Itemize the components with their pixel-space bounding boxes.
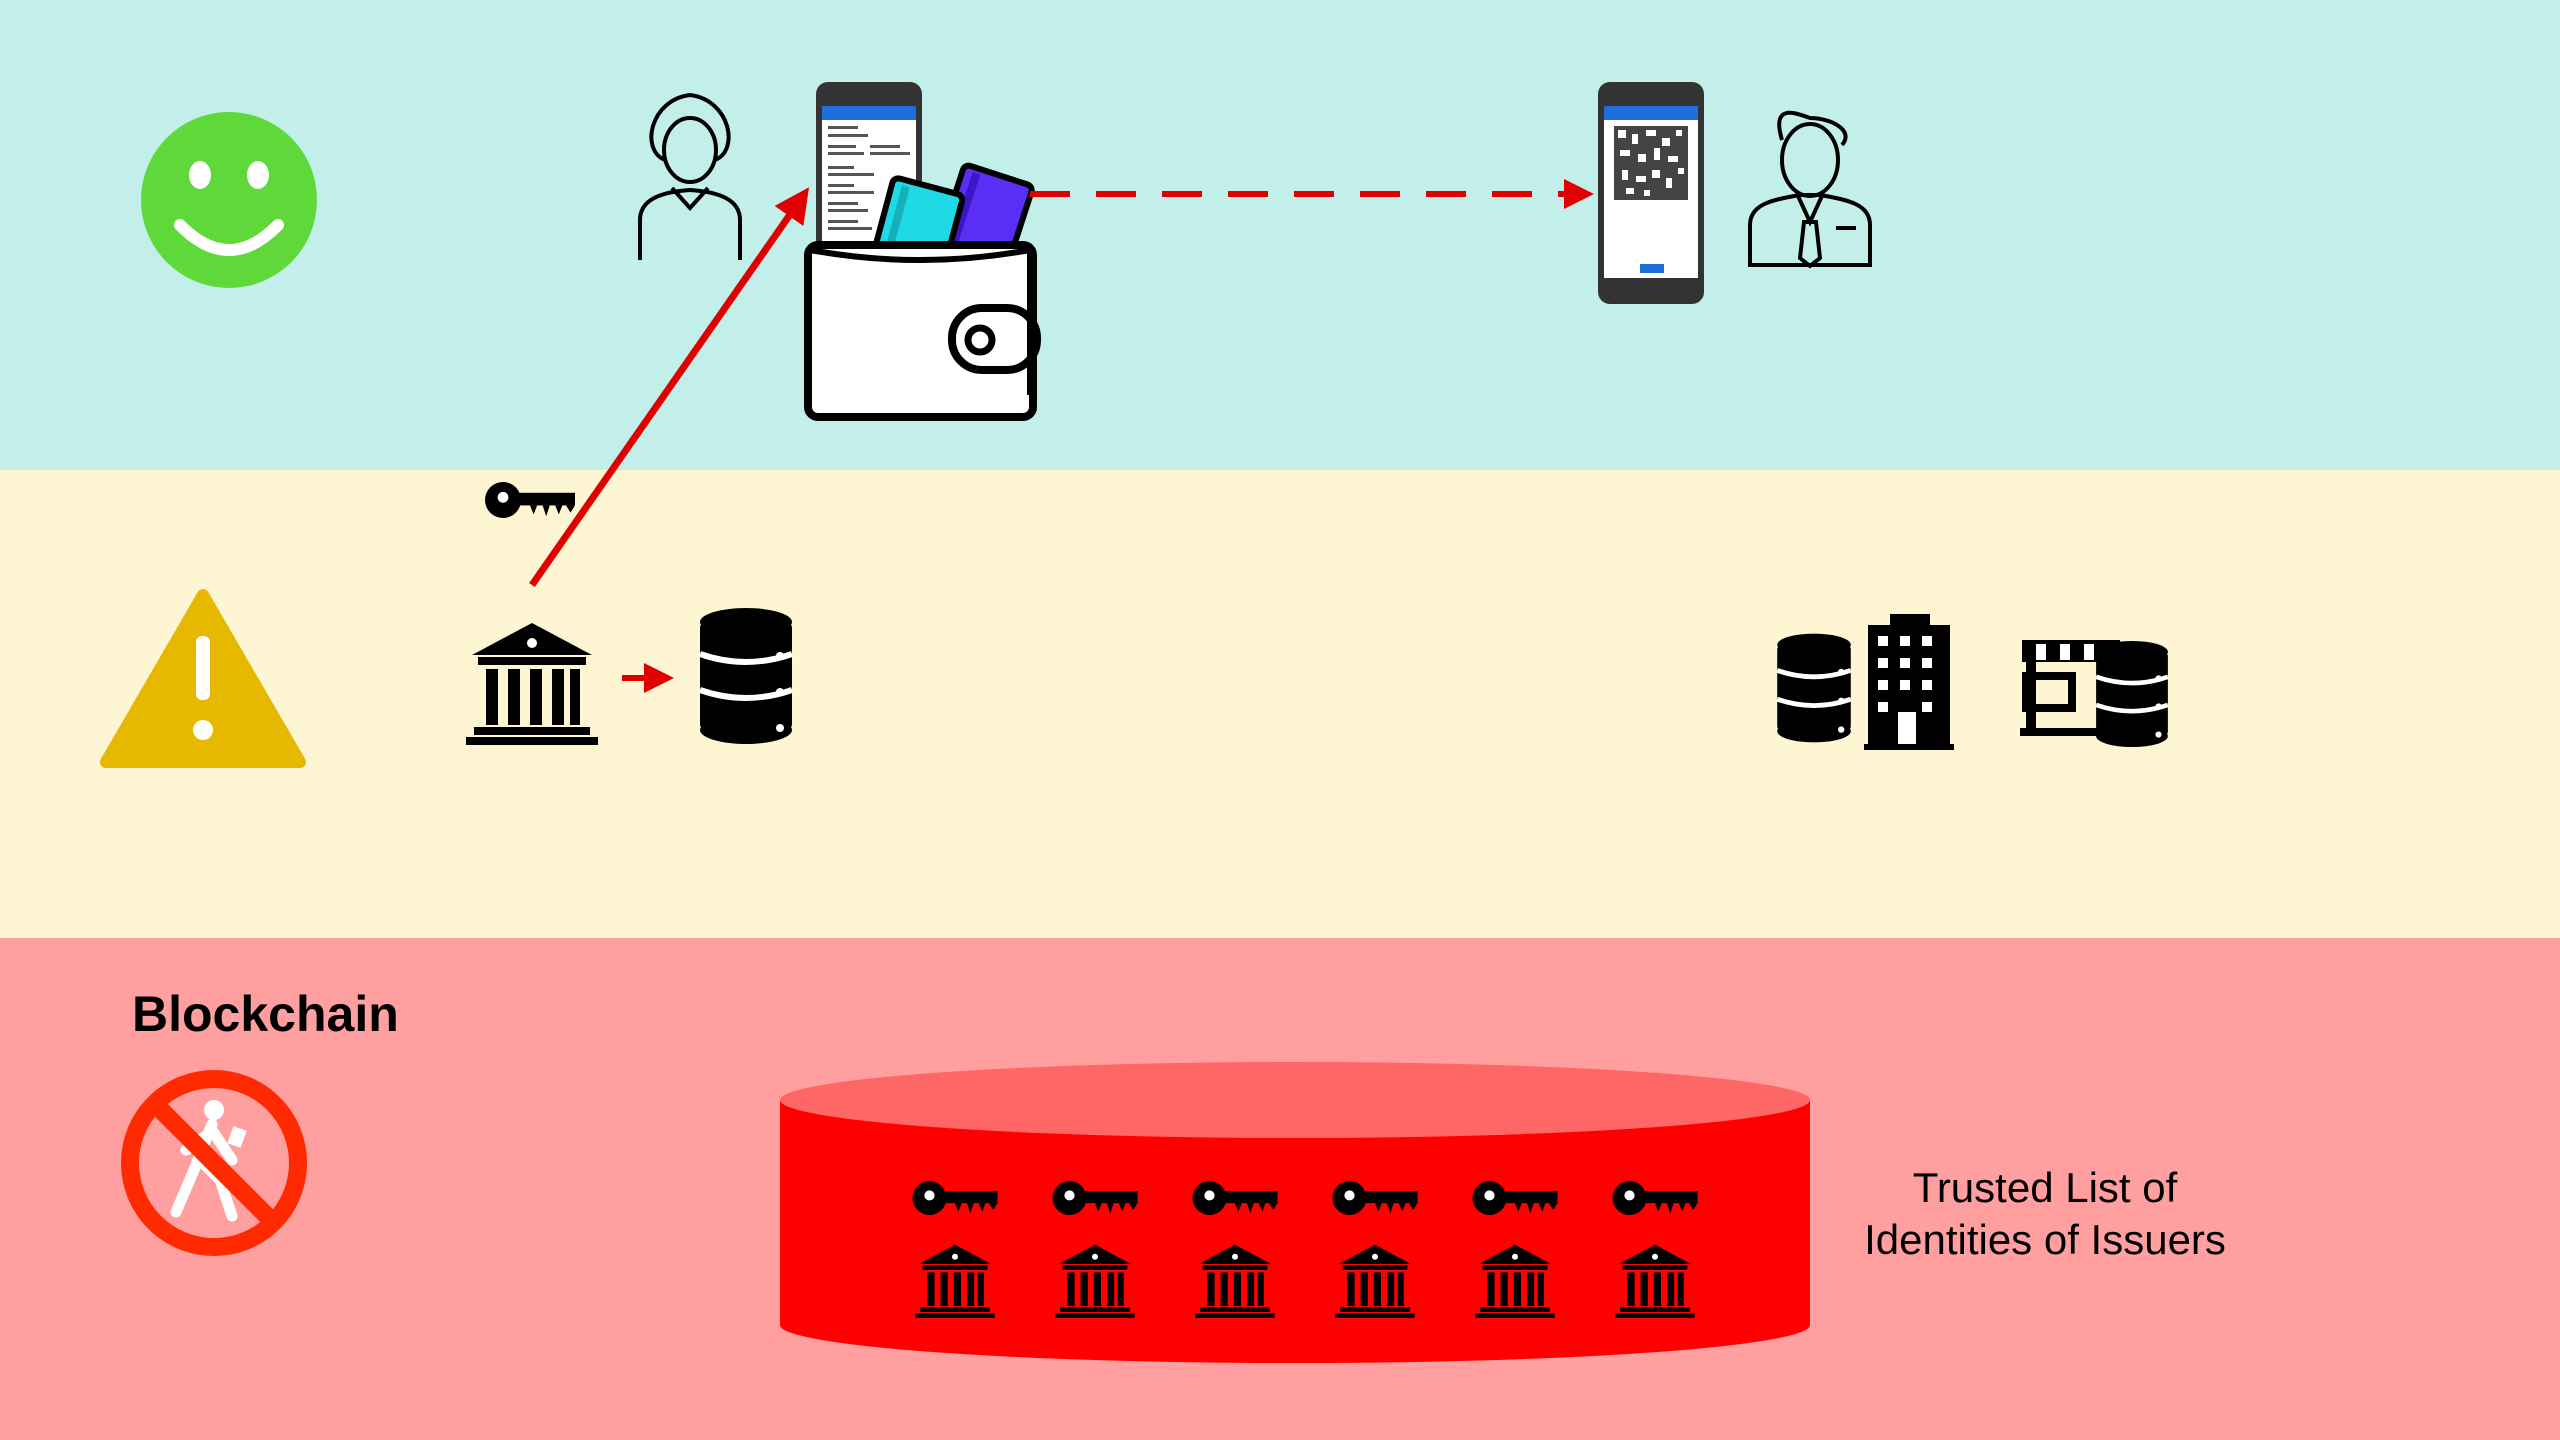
phone-qr-code-icon — [1598, 82, 1704, 304]
office-building-icon — [1864, 614, 1954, 750]
issuer-bank-icon — [466, 623, 598, 745]
ledger-cylinder — [780, 1062, 1810, 1363]
businessman-icon — [1748, 110, 1872, 269]
issue-credential-arrow — [529, 187, 810, 588]
trusted-list-line-2: Identities of Issuers — [1864, 1216, 2226, 1263]
wallet-with-cards-icon — [804, 162, 1041, 421]
shop-database-icon — [2096, 641, 2168, 747]
trusted-list-line-1: Trusted List of — [1912, 1164, 2178, 1211]
company-database-icon — [1777, 634, 1851, 743]
smiley-face-icon — [141, 112, 317, 288]
woman-icon — [638, 92, 742, 260]
warning-triangle-icon — [100, 589, 306, 768]
issuer-database-icon — [700, 608, 792, 744]
issuer-key-icon — [485, 482, 575, 518]
trusted-list-caption: Trusted List of Identities of Issuers — [1820, 1162, 2270, 1266]
blockchain-title: Blockchain — [132, 986, 399, 1042]
no-pedestrian-icon — [121, 1070, 307, 1256]
trust-band — [0, 0, 2560, 470]
